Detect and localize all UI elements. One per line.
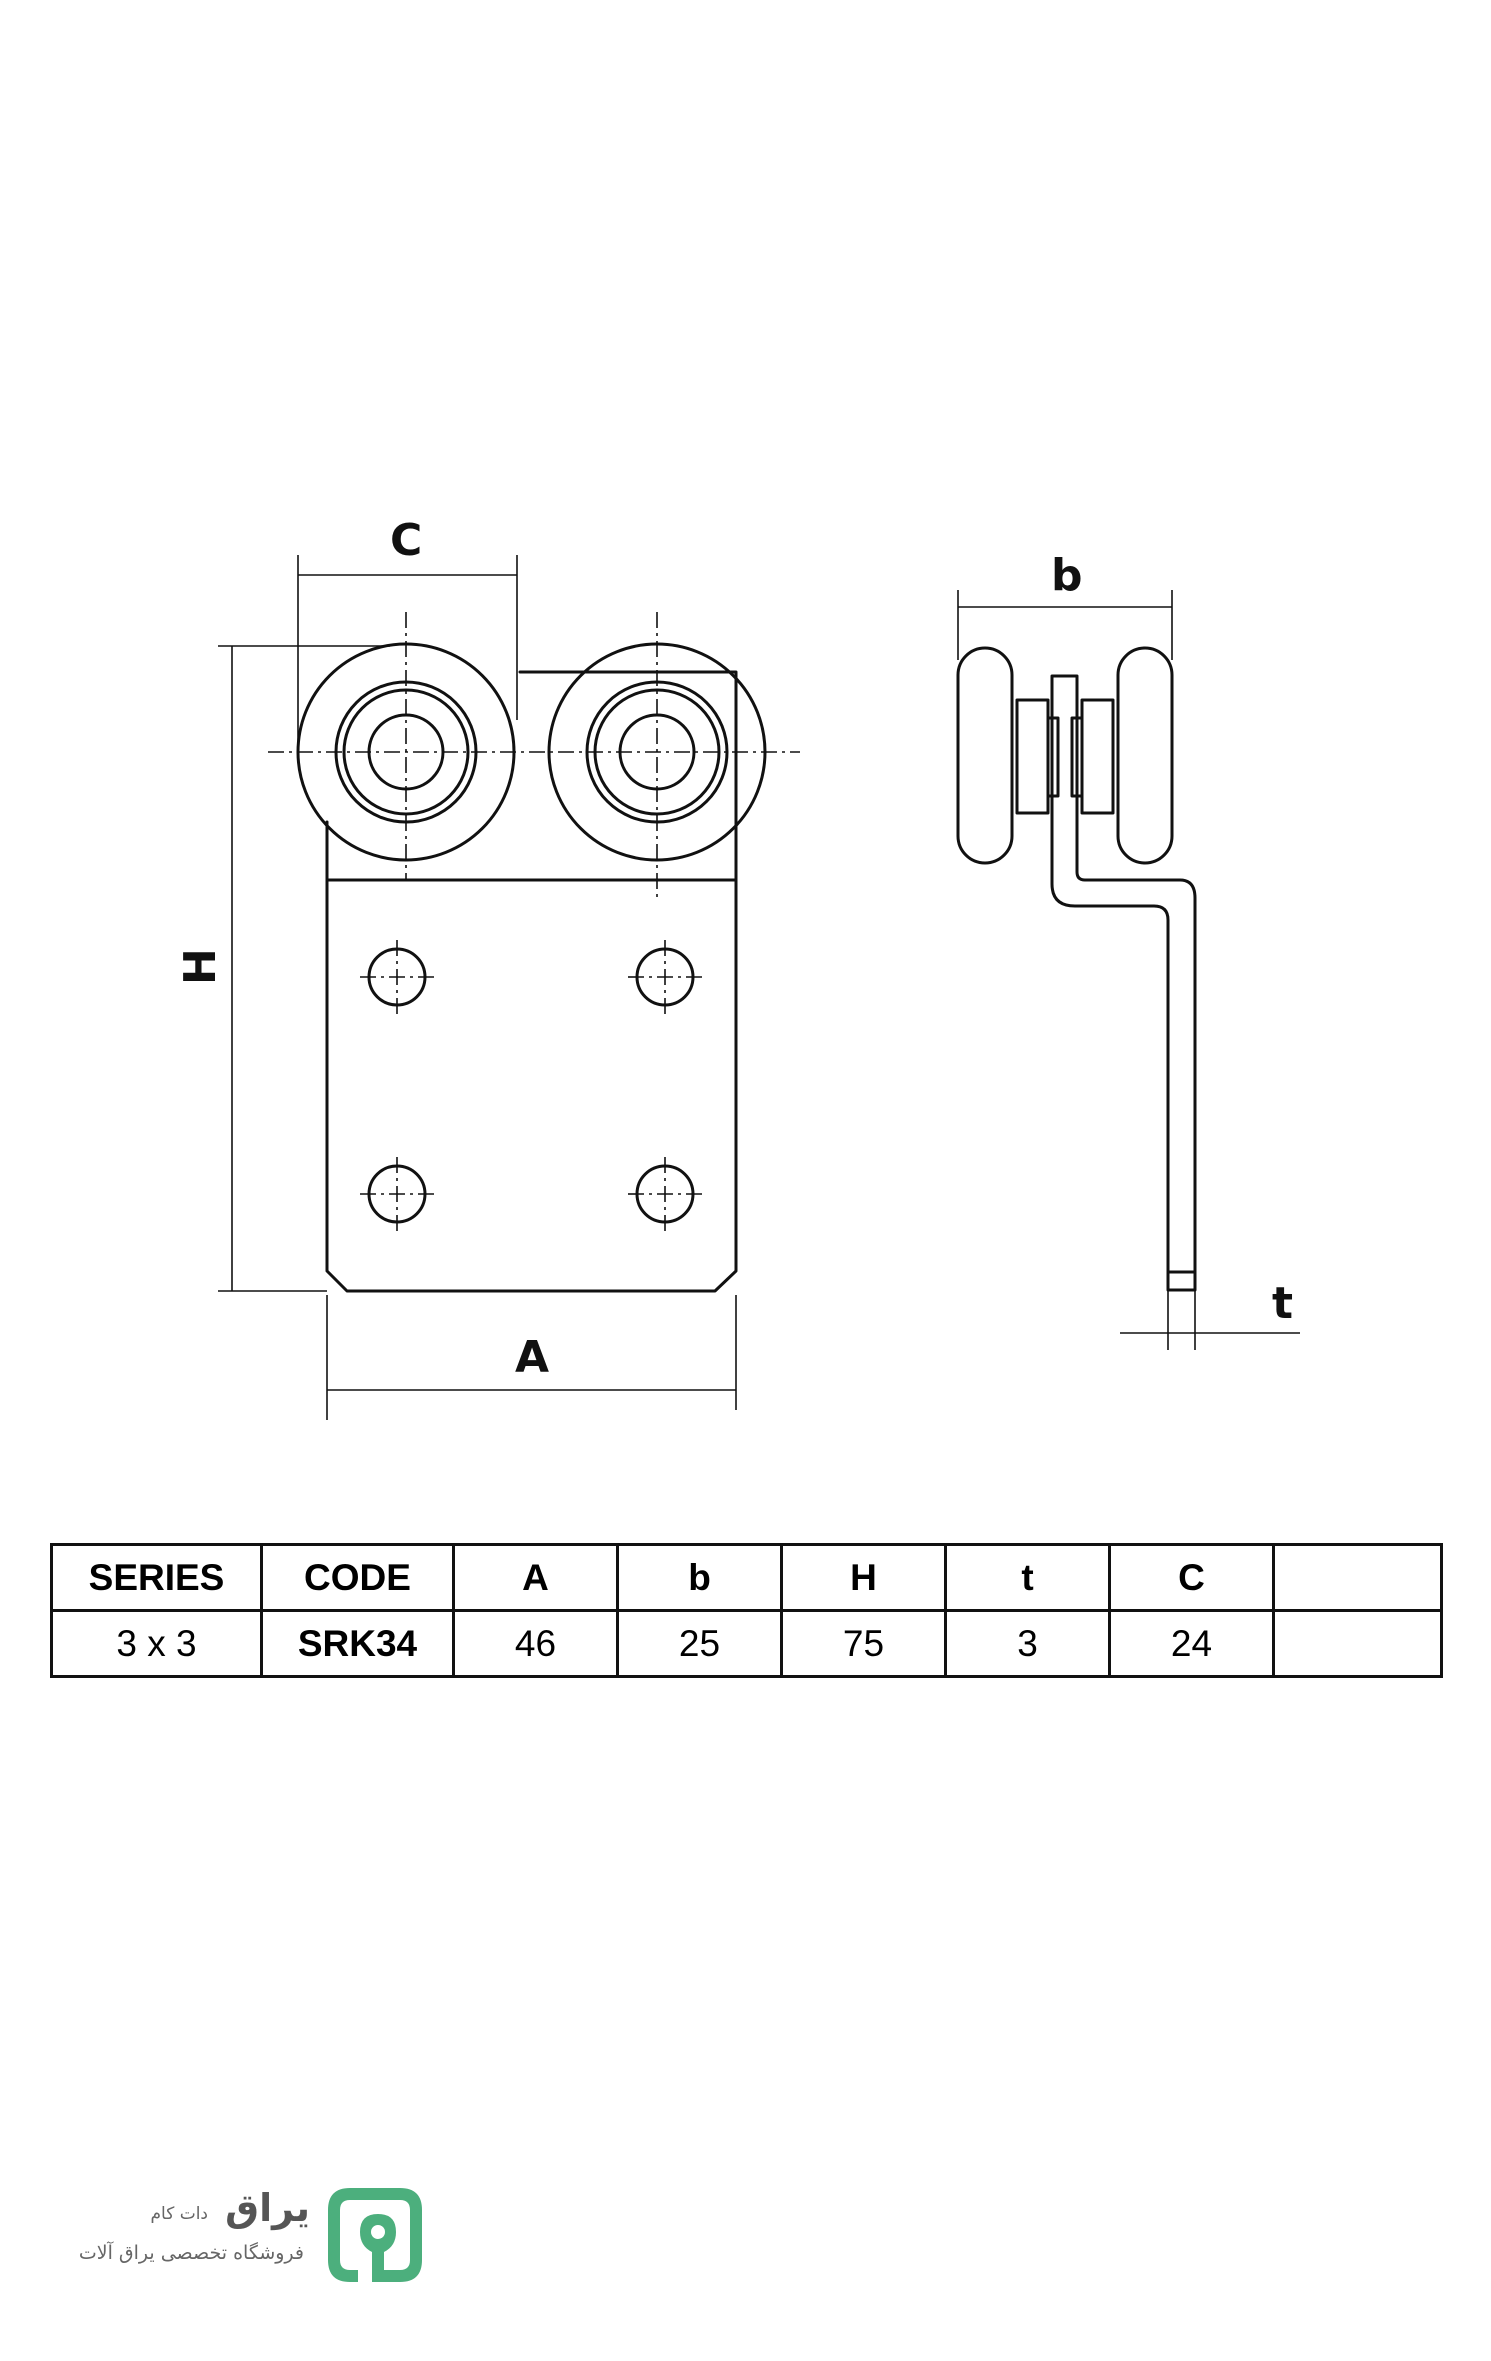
brand-tagline: فروشگاه تخصصی یراق آلات (78, 2242, 304, 2264)
keyhole-icon (328, 2188, 422, 2282)
brand-name: یراق (225, 2186, 310, 2230)
dimension-h: H (175, 645, 390, 1292)
header-c: C (1108, 1543, 1275, 1612)
table-row: 3 x 3 SRK34 46 25 75 3 24 (50, 1609, 1443, 1678)
label-b: b (1051, 550, 1083, 601)
brand-logo: یراق دات کام فروشگاه تخصصی یراق آلات (79, 2180, 430, 2290)
label-h: H (175, 948, 226, 985)
side-wheel-right (1116, 646, 1174, 865)
dimension-t: t (1120, 1278, 1300, 1350)
dimension-c: C (297, 515, 518, 760)
dimension-a: A (326, 1295, 737, 1420)
label-t: t (1272, 1278, 1293, 1329)
header-b: b (616, 1543, 783, 1612)
table-header-row: SERIES CODE A b H t C (50, 1543, 1443, 1612)
spec-table: SERIES CODE A b H t C 3 x 3 SRK34 46 25 … (50, 1543, 1443, 1678)
cell-series: 3 x 3 (50, 1609, 263, 1678)
cell-b: 25 (616, 1609, 783, 1678)
header-h: H (780, 1543, 947, 1612)
mounting-plate (325, 831, 738, 1293)
header-a: A (452, 1543, 619, 1612)
label-a: A (515, 1332, 549, 1383)
side-wheel-left (956, 646, 1014, 865)
cell-c: 24 (1108, 1609, 1275, 1678)
dimension-b: b (957, 550, 1173, 660)
cell-empty (1272, 1609, 1443, 1678)
header-empty (1272, 1543, 1443, 1612)
label-c: C (390, 515, 422, 566)
technical-drawing: C H A b (175, 515, 1300, 1420)
header-series: SERIES (50, 1543, 263, 1612)
header-t: t (944, 1543, 1111, 1612)
side-view: b t (956, 550, 1300, 1350)
cell-a: 46 (452, 1609, 619, 1678)
front-view: C H A (175, 515, 800, 1420)
cell-code: SRK34 (260, 1609, 455, 1678)
brand-suffix: دات کام (150, 2204, 209, 2224)
header-code: CODE (260, 1543, 455, 1612)
cell-h: 75 (780, 1609, 947, 1678)
mounting-holes (360, 940, 702, 1231)
cell-t: 3 (944, 1609, 1111, 1678)
